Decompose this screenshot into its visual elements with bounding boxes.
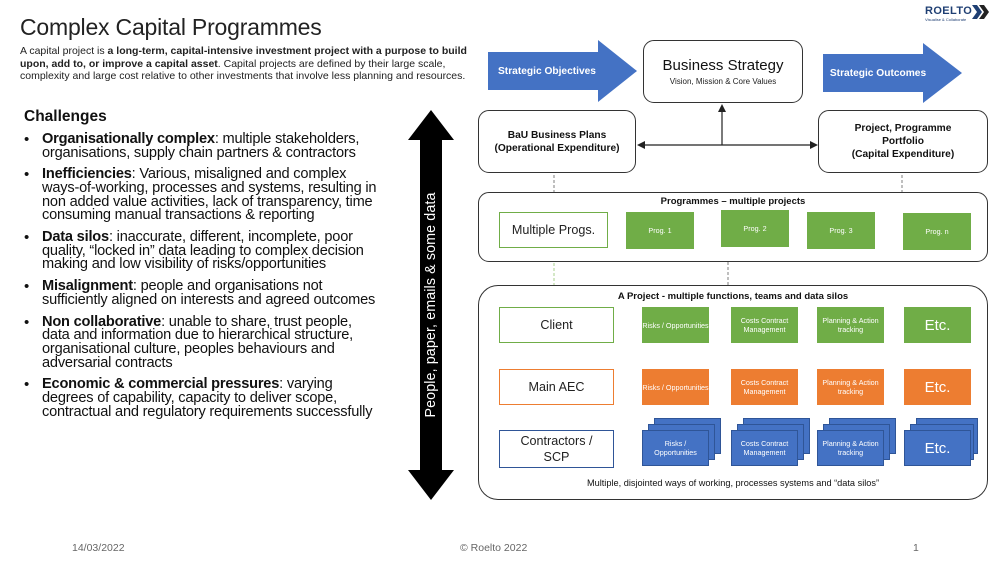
aec-risks-tile: Risks / Opportunities [642,369,709,405]
project-title: A Project - multiple functions, teams an… [617,291,849,302]
intro-paragraph: A capital project is a long-term, capita… [20,45,468,83]
client-risks-tile: Risks / Opportunities [642,307,709,343]
strategic-objectives-arrow [488,40,637,102]
logo-tagline: Visualise & Collaborate [925,17,967,22]
client-planning-tile: Planning & Action tracking [817,307,884,343]
client-costs-tile: Costs Contract Management [731,307,798,343]
ppp-line-2: Portfolio [882,136,924,147]
page-number: 1 [913,542,919,554]
contractors-costs-tile: Costs Contract Management [731,430,798,466]
vertical-arrow-text: People, paper, emails & some data [423,192,439,418]
project-programme-portfolio-box: Project, Programme Portfolio (Capital Ex… [818,110,988,173]
challenge-item: Organisationally complex: multiple stake… [24,131,380,161]
intro-bold: a long-term, capital-intensive investmen… [20,45,467,70]
challenge-term: Inefficiencies [42,166,132,183]
contractors-risks-tile: Risks / Opportunities [642,430,709,466]
intro-prefix: A capital project is [20,45,108,57]
challenges-heading: Challenges [24,108,107,125]
challenge-term: Economic & commercial pressures [42,376,280,393]
challenge-item: Inefficiencies: Various, misaligned and … [24,166,380,224]
programme-tile: Prog. n [903,213,971,250]
bau-line-2: (Operational Expenditure) [494,142,620,154]
strategic-outcomes-label: Strategic Outcomes [829,67,927,79]
challenge-text: : unable to share, trust people, data an… [42,313,354,371]
challenge-text: : people and organisations not sufficien… [42,278,376,308]
footer-date: 14/03/2022 [72,542,125,554]
challenge-text: : multiple stakeholders, organisations, … [42,131,360,161]
challenges-list: Organisationally complex: multiple stake… [24,131,380,427]
ppp-line-1: Project, Programme [854,123,952,134]
challenge-text: : Various, misaligned and complex ways-o… [42,166,377,224]
challenge-text: : inaccurate, different, incomplete, poo… [42,229,364,273]
programme-tile: Prog. 3 [807,212,875,249]
programmes-title: Programmes – multiple projects [660,196,806,207]
client-label: Client [499,307,614,343]
roelto-logo: ROELTO Visualise & Collaborate [920,4,990,26]
multiple-progs-label: Multiple Progs. [499,212,608,248]
challenge-term: Non collaborative [42,313,162,330]
chevron-right-icon [972,5,989,19]
challenge-text: : varying degrees of capability, capacit… [42,376,373,420]
page-title: Complex Capital Programmes [20,14,322,40]
challenge-term: Organisationally complex [42,131,215,147]
ppp-line-3: (Capital Expenditure) [851,149,955,160]
client-etc-tile: Etc. [904,307,971,343]
vertical-double-arrow [408,110,454,500]
strategic-outcomes-arrow [823,43,962,103]
footer-copyright: © Roelto 2022 [460,542,528,554]
business-strategy-title: Business Strategy [662,57,784,74]
bau-business-plans-box: BaU Business Plans (Operational Expendit… [478,110,636,173]
logo-word: ROELTO [925,5,973,17]
aec-costs-tile: Costs Contract Management [731,369,798,405]
challenge-term: Misalignment [42,278,133,295]
business-strategy-subtitle: Vision, Mission & Core Values [669,77,777,86]
challenge-item: Non collaborative: unable to share, trus… [24,313,380,371]
challenge-item: Misalignment: people and organisations n… [24,278,380,308]
aec-etc-tile: Etc. [904,369,971,405]
programme-tile: Prog. 1 [626,212,694,249]
bau-line-1: BaU Business Plans [507,129,607,141]
challenge-term: Data silos [42,229,109,246]
main-aec-label: Main AEC [499,369,614,405]
contractors-scp-label: Contractors / SCP [499,430,614,468]
aec-planning-tile: Planning & Action tracking [817,369,884,405]
contractors-planning-tile: Planning & Action tracking [817,430,884,466]
project-caption: Multiple, disjointed ways of working, pr… [586,478,880,488]
strategic-objectives-label: Strategic Objectives [498,65,596,77]
business-strategy-box: Business Strategy Vision, Mission & Core… [643,40,803,103]
intro-suffix: . Capital projects are defined by their … [20,57,466,83]
programme-tile: Prog. 2 [721,210,789,247]
challenge-item: Data silos: inaccurate, different, incom… [24,229,380,273]
contractors-etc-tile: Etc. [904,430,971,466]
challenge-item: Economic & commercial pressures: varying… [24,376,380,420]
